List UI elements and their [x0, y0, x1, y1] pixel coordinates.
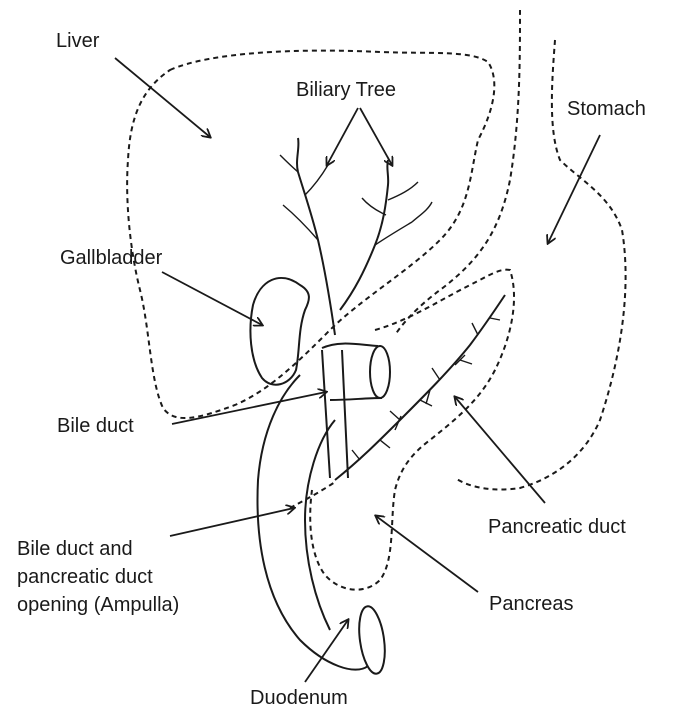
- stomach-outline: [395, 10, 520, 335]
- gallbladder-arrow: [162, 272, 262, 325]
- biliary-tree-left-2: [280, 155, 328, 240]
- ampulla-label-line2: pancreatic duct: [17, 564, 153, 590]
- liver-label: Liver: [56, 28, 99, 54]
- pancreas-arrow: [376, 516, 478, 592]
- duodenum-label: Duodenum: [250, 685, 348, 711]
- liver-outline: [127, 51, 494, 418]
- ampulla-connection: [290, 482, 335, 508]
- bile-duct-arrow: [172, 392, 326, 424]
- bile-duct-label: Bile duct: [57, 413, 134, 439]
- bile-duct-opening: [370, 346, 390, 398]
- biliary-tree-right-2: [362, 182, 432, 245]
- ampulla-arrow: [170, 508, 294, 536]
- gallbladder-outline: [250, 278, 308, 385]
- pancreas-label: Pancreas: [489, 591, 574, 617]
- ampulla-label-line1: Bile duct and: [17, 536, 133, 562]
- stomach-label: Stomach: [567, 96, 646, 122]
- ampulla-label-line3: opening (Ampulla): [17, 592, 179, 618]
- biliary-tree-left: [297, 138, 335, 335]
- duodenum-inner: [305, 420, 335, 630]
- pancreatic-duct-branches: [352, 318, 500, 460]
- pancreatic-duct-arrow: [455, 397, 545, 503]
- duodenum-opening: [355, 605, 388, 676]
- biliary-arrow-right: [360, 108, 392, 165]
- biliary-arrow-left: [327, 108, 358, 165]
- duodenum-loop: [257, 375, 368, 670]
- biliary-tree-label: Biliary Tree: [296, 77, 396, 103]
- gallbladder-label: Gallbladder: [60, 245, 162, 271]
- liver-arrow: [115, 58, 210, 137]
- pancreatic-duct: [335, 295, 505, 480]
- bile-duct-tube: [322, 350, 348, 478]
- pancreatic-duct-label: Pancreatic duct: [488, 514, 626, 540]
